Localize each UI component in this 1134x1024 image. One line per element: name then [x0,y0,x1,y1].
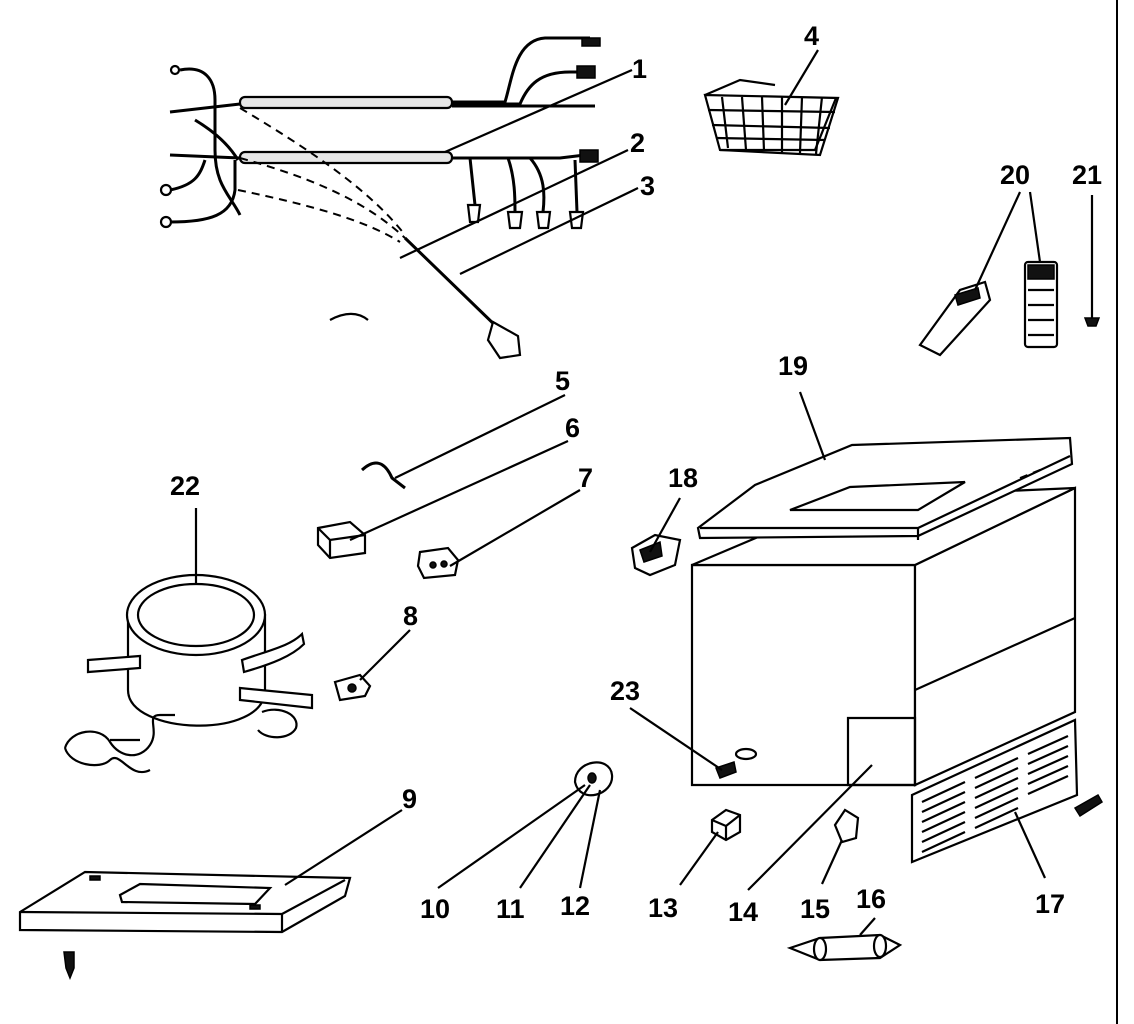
callout-1: 1 [632,54,647,84]
screw-part[interactable] [1083,195,1101,327]
wiring-harness-part[interactable] [159,36,601,360]
grommet-part[interactable] [573,761,614,797]
freezer-cabinet[interactable] [690,486,1077,787]
callout-3: 3 [640,171,655,201]
callout-14: 14 [728,897,758,927]
lid-latch-part[interactable] [630,533,682,577]
compressor-part[interactable] [63,573,314,774]
callout-9: 9 [402,784,417,814]
callout-17: 17 [1035,889,1065,919]
relay-cover-part[interactable] [316,520,367,560]
overload-part[interactable] [333,673,372,702]
callout-11: 11 [496,894,525,924]
base-plate-part[interactable] [18,870,352,981]
foot-part[interactable] [710,808,742,842]
relay-part[interactable] [416,546,460,580]
callout-4: 4 [804,21,819,51]
callout-20: 20 [1000,160,1030,190]
callout-19: 19 [778,351,808,381]
leader-lines [194,49,1047,936]
callout-labels: 1 2 3 4 5 6 7 8 9 10 11 12 13 14 15 16 1… [170,21,1102,927]
drier-part[interactable] [786,933,903,962]
callout-7: 7 [578,463,593,493]
basket-part[interactable] [703,78,840,157]
callout-10: 10 [420,894,450,924]
callout-15: 15 [800,894,830,924]
hinge-clip-part[interactable] [833,808,860,844]
callout-5: 5 [555,366,570,396]
page-edge-line [1116,0,1118,1024]
rear-grille-part[interactable] [910,718,1104,864]
callout-23: 23 [610,676,640,706]
freezer-lid-part[interactable] [696,436,1074,540]
callout-8: 8 [403,601,418,631]
clip-part[interactable] [360,461,406,490]
callout-18: 18 [668,463,698,493]
callout-2: 2 [630,128,645,158]
callout-22: 22 [170,471,200,501]
callout-6: 6 [565,413,580,443]
callout-16: 16 [856,884,886,914]
callout-21: 21 [1072,160,1102,190]
callout-13: 13 [648,893,678,923]
thermostat-part[interactable] [918,260,1059,357]
callout-12: 12 [560,891,590,921]
